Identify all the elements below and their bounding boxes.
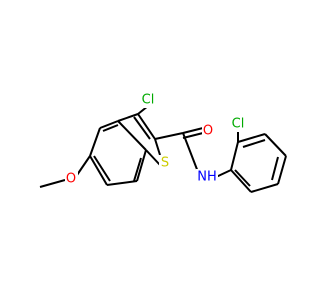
bond-inner-c4-c3a [102,124,119,132]
bond-layer [39,105,287,193]
bond-c7a-c7 [136,149,147,182]
bond-c2-camide [154,132,184,140]
bond-c3a-c3 [117,113,139,122]
bond-c2-s1 [154,138,161,156]
bond-cmeta2-cortho2 [250,183,279,193]
bond-c6-c5 [89,155,108,186]
bond-s1-c7a [145,149,161,166]
bond-cortho2-cipso [230,169,252,193]
atom-label-layer: Cl Cl O S NH O [65,91,248,188]
nh-label-bg [196,169,218,186]
bond-cipso-cortho [230,141,239,171]
methoxy-oxygen-label: O [66,172,76,187]
bond-c7-c6 [106,180,138,186]
bond-inner-c7a-c7 [133,157,142,182]
bond-inner-c6-c5 [93,155,111,182]
bond-c=o-b [182,132,204,139]
cl3-label-bg [138,91,158,108]
bond-inner-3 [234,169,251,187]
methoxy-o-label-bg [65,171,78,188]
bond-c3-c2 [137,113,156,140]
bond-inner-2 [271,156,279,181]
carbonyl-o-label-bg [202,123,215,140]
cl2p-label-bg [228,115,248,132]
bond-c5-o [76,155,91,176]
bond-cpara-cmeta2 [277,155,287,185]
bond-c=o-a [182,127,204,134]
bond-n-cipso [215,169,232,178]
bond-cortho-cmeta1 [237,133,266,143]
bond-c4-c3a [99,120,119,129]
bond-c3-c2-inner [133,116,151,140]
bond-o-ch3 [39,179,66,188]
chlorine-label-benzothiophene: Cl [142,93,155,108]
sulfur-label: S [161,156,169,171]
carbonyl-oxygen-label: O [203,124,213,139]
bond-inner-1 [242,139,266,148]
bond-c3a-c7a [117,120,147,151]
sulfur-label-bg [159,155,171,172]
bond-c5-c4 [89,127,101,157]
bond-cmeta1-cpara [264,133,287,157]
amide-nh-label: NH [197,170,217,185]
bond-camide-n [182,132,199,173]
chlorine-label-phenyl: Cl [232,117,245,132]
molecule-structure-diagram: Cl Cl O S NH O [39,91,287,193]
